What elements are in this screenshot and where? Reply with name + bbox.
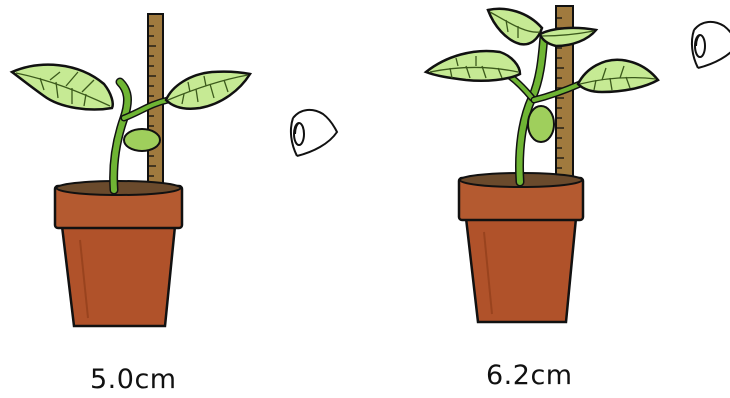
- eye-icon: [692, 22, 730, 68]
- right-pot: [459, 173, 583, 322]
- left-cotyledon: [124, 129, 160, 151]
- left-plant-height-label: 5.0cm: [90, 364, 177, 395]
- right-cotyledon: [528, 106, 554, 142]
- right-leaf-left: [426, 51, 520, 81]
- right-plant-height-label: 6.2cm: [486, 360, 573, 391]
- left-pot: [55, 181, 182, 326]
- left-leaf-2: [166, 72, 250, 109]
- left-leaf-1: [12, 65, 113, 110]
- left-plant: [12, 14, 250, 326]
- right-leaf-right: [578, 60, 658, 92]
- right-plant: [426, 6, 658, 322]
- eye-icon: [291, 110, 337, 156]
